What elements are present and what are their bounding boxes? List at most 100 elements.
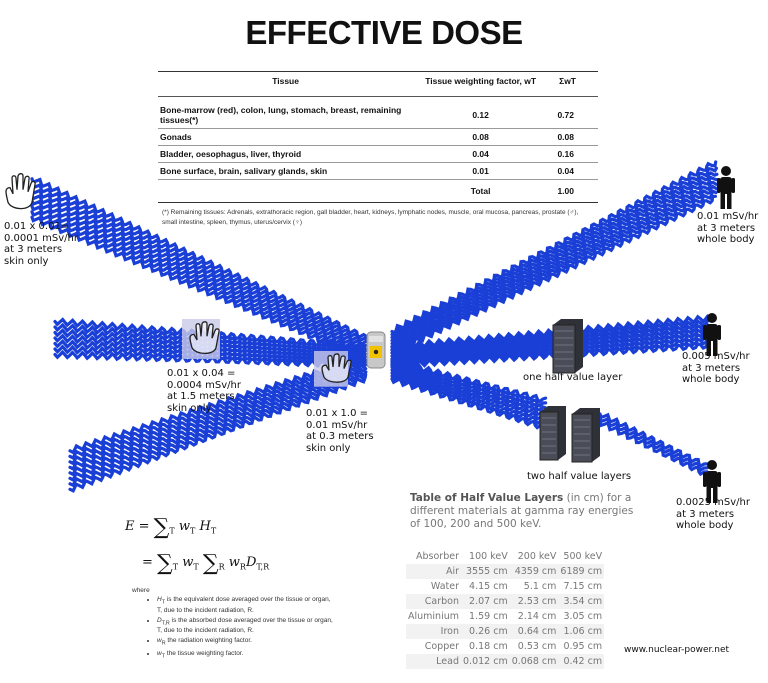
shield-slab-face: [571, 413, 593, 463]
person-torso: [706, 471, 718, 488]
tissue-cell-tissue: Bladder, oesophagus, liver, thyroid: [158, 145, 414, 163]
total-label: Total: [413, 179, 549, 203]
person-leg: [720, 193, 725, 209]
hvl-cell: 2.53 cm: [517, 596, 557, 607]
tissue-cell-tissue: Bone-marrow (red), colon, lung, stomach,…: [158, 96, 414, 129]
person-head: [707, 460, 717, 470]
formula-definition: DT,R is the absorbed dose averaged over …: [157, 617, 337, 636]
wave-to-mid-body: [390, 323, 710, 358]
label-line: at 0.3 meters: [306, 431, 374, 442]
hvl-cell: 3.05 cm: [563, 611, 603, 622]
person-arm: [703, 472, 707, 487]
wave-to-mid-hand: [53, 349, 367, 370]
label-line: whole body: [682, 374, 740, 385]
total-spacer: [158, 179, 414, 203]
one-hvl-label: one half value layer: [523, 372, 623, 383]
wave-to-top-body: [390, 160, 718, 335]
source-url: www.nuclear-power.net: [624, 645, 730, 655]
wave-to-mid-body: [390, 337, 710, 367]
hvl-table-title: Table of Half Value Layers (in cm) for a…: [410, 492, 634, 530]
wave-toward-two-hvl: [390, 376, 547, 430]
hvl-cell: 0.64 cm: [517, 626, 557, 637]
wave-toward-two-hvl: [390, 367, 547, 416]
person-head: [721, 166, 731, 176]
hvl-cell: Iron: [440, 626, 459, 637]
sum-header: ΣwT: [548, 71, 598, 97]
person-arm: [703, 325, 707, 340]
label-line: at 3 meters: [697, 222, 756, 234]
person-leg: [713, 487, 718, 503]
tissue-cell-factor: 0.12: [413, 96, 549, 129]
wave-to-top-body: [390, 189, 718, 353]
tissue-cell-factor: 0.01: [413, 162, 549, 180]
formula-line-1: E = ∑T wT HT: [125, 515, 217, 540]
radiation-trefoil-icon: [373, 349, 379, 355]
label-line: 0.01 x 1.0 =: [306, 408, 369, 419]
wave-to-near-hand: [68, 370, 368, 483]
hand-outline: [321, 353, 352, 383]
tissue-cell-sum: 0.72: [548, 96, 598, 129]
tissue-cell-tissue: Gonads: [158, 128, 414, 146]
person-bottom-icon: [703, 460, 721, 503]
hvl-cell: 2.14 cm: [517, 611, 557, 622]
label-line: whole body: [697, 234, 755, 245]
hvl-cell: 0.068 cm: [511, 656, 557, 667]
label-line: 0.005 mSv/hr: [682, 351, 750, 362]
person-torso: [720, 177, 732, 194]
factor-header: Tissue weighting factor, wT: [413, 71, 549, 97]
wave-to-near-hand: [68, 366, 368, 477]
label-line: 0.01 mSv/hr: [697, 211, 759, 222]
tissue-row: Bone surface, brain, salivary glands, sk…: [158, 162, 598, 180]
hvl-cell: 0.012 cm: [463, 656, 508, 667]
hvl-cell: 0.18 cm: [469, 641, 508, 652]
shield-slab-face: [552, 324, 576, 374]
person-arm: [717, 472, 721, 487]
wave-to-mid-body: [390, 341, 710, 370]
label-line: skin only: [167, 402, 212, 414]
hvl-header-100: 100 keV: [469, 551, 508, 562]
person-arm: [717, 178, 721, 193]
hvl-cell: 3.54 cm: [563, 596, 603, 607]
person-head: [707, 313, 717, 323]
person-leg: [706, 340, 711, 356]
hvl-cell: Air: [445, 566, 459, 577]
formula-definitions: HT is the equivalent dose averaged over …: [145, 596, 337, 662]
person-arm: [731, 178, 735, 193]
sum-symbol: ∑: [153, 515, 170, 540]
wave-toward-two-hvl: [390, 370, 547, 421]
tissue-cell-tissue: Bone surface, brain, salivary glands, sk…: [158, 162, 414, 180]
label-line: at 1.5 meters: [167, 391, 235, 402]
tissue-cell-sum: 0.08: [548, 128, 598, 146]
far-hand-icon: [5, 173, 36, 210]
label-line: 0.0025 mSv/hr: [676, 497, 750, 508]
hvl-header-200: 200 keV: [517, 551, 557, 562]
two-hvl-label: two half value layers: [527, 471, 632, 482]
label-line: at 3 meters: [4, 244, 63, 255]
wave-to-near-hand: [68, 376, 367, 493]
label-line: skin only: [4, 255, 49, 267]
label-line: whole body: [676, 520, 734, 531]
formula-definition: wT the tissue weighting factor.: [157, 650, 337, 661]
wave-to-top-body: [390, 171, 719, 341]
tissue-cell-sum: 0.16: [548, 145, 598, 163]
tissue-cell-factor: 0.04: [413, 145, 549, 163]
shielding-layers: [539, 319, 600, 463]
wave-after-two-hvl: [598, 412, 709, 469]
person-leg: [713, 340, 718, 356]
formula-definition: wR the radiation weighting factor.: [157, 637, 337, 648]
label-line: 0.01 x 0.01=: [4, 221, 70, 232]
wave-after-two-hvl: [598, 416, 709, 473]
